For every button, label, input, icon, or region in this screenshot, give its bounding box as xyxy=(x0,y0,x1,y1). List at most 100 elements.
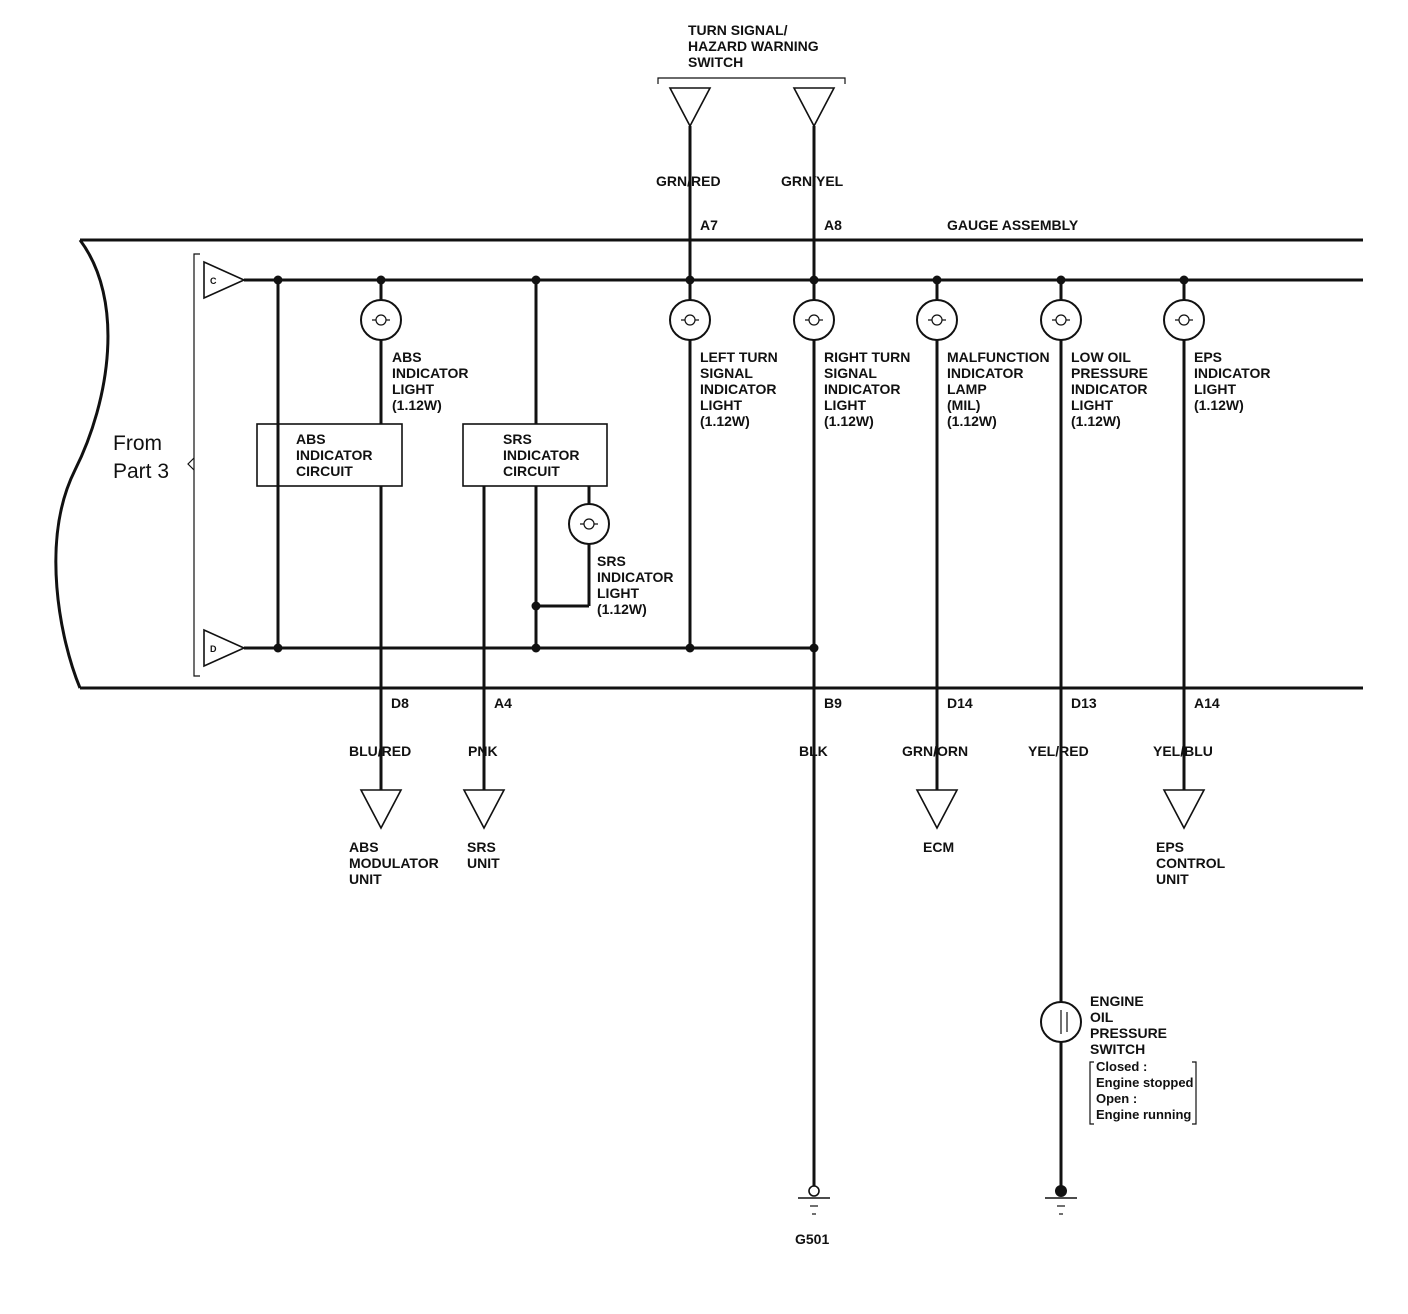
from-label-line-1: From xyxy=(113,432,162,455)
ecm-label: ECM xyxy=(923,839,954,855)
switch-title-line-3: SWITCH xyxy=(688,54,743,70)
pin-d14: D14 xyxy=(947,695,973,711)
abs-modulator-triangle xyxy=(359,789,403,830)
ground-switch-icon xyxy=(1045,1185,1077,1215)
abs-light-label-3: LIGHT xyxy=(392,381,434,397)
left-turn-label-2: SIGNAL xyxy=(700,365,753,381)
switch-bracket xyxy=(657,77,846,84)
from-label-line-2: Part 3 xyxy=(113,460,169,483)
mil-bulb-icon xyxy=(916,299,958,341)
wire-color-grn-red: GRN/RED xyxy=(656,173,721,189)
oil-light-label-2: PRESSURE xyxy=(1071,365,1148,381)
mil-label-4: (MIL) xyxy=(947,397,980,413)
srs-light-label-3: LIGHT xyxy=(597,585,639,601)
pin-b9: B9 xyxy=(824,695,842,711)
switch-triangle-right xyxy=(792,87,836,128)
oil-switch-label-1: ENGINE xyxy=(1090,993,1144,1009)
oil-light-label-1: LOW OIL xyxy=(1071,349,1131,365)
eps-control-label-2: CONTROL xyxy=(1156,855,1226,871)
right-turn-bulb-icon xyxy=(793,299,835,341)
abs-light-label-4: (1.12W) xyxy=(392,397,442,413)
wire-color-blk: BLK xyxy=(799,743,828,759)
ecm-triangle xyxy=(915,789,959,830)
oil-switch-note-4: Engine running xyxy=(1096,1107,1191,1122)
pin-d8: D8 xyxy=(391,695,409,711)
ground-g501-label: G501 xyxy=(795,1231,829,1247)
srs-unit-triangle xyxy=(462,789,506,830)
right-turn-label-5: (1.12W) xyxy=(824,413,874,429)
oil-switch-note-3: Open : xyxy=(1096,1091,1137,1106)
abs-modulator-label-3: UNIT xyxy=(349,871,382,887)
wire-color-grn-orn: GRN/ORN xyxy=(902,743,968,759)
srs-circuit-label-3: CIRCUIT xyxy=(503,463,560,479)
switch-title-line-2: HAZARD WARNING xyxy=(688,38,819,54)
left-turn-label-5: (1.12W) xyxy=(700,413,750,429)
switch-title-line-1: TURN SIGNAL/ xyxy=(688,22,788,38)
left-turn-label-4: LIGHT xyxy=(700,397,742,413)
abs-circuit-label-1: ABS xyxy=(296,431,326,447)
abs-modulator-label-1: ABS xyxy=(349,839,379,855)
srs-light-label-2: INDICATOR xyxy=(597,569,673,585)
oil-bulb-icon xyxy=(1040,299,1082,341)
mil-label-1: MALFUNCTION xyxy=(947,349,1050,365)
left-turn-label-1: LEFT TURN xyxy=(700,349,778,365)
abs-bulb-icon xyxy=(360,299,402,341)
oil-switch-note-2: Engine stopped xyxy=(1096,1075,1194,1090)
oil-switch-label-4: SWITCH xyxy=(1090,1041,1145,1057)
eps-bulb-icon xyxy=(1163,299,1205,341)
srs-unit-label-1: SRS xyxy=(467,839,496,855)
abs-circuit-label-2: INDICATOR xyxy=(296,447,372,463)
left-turn-label-3: INDICATOR xyxy=(700,381,776,397)
right-turn-label-2: SIGNAL xyxy=(824,365,877,381)
junction-dots xyxy=(273,275,1189,653)
wire-color-blu-red: BLU/RED xyxy=(349,743,411,759)
eps-control-label-3: UNIT xyxy=(1156,871,1189,887)
srs-circuit-box xyxy=(462,423,608,487)
wire-color-grn-yel: GRN/YEL xyxy=(781,173,844,189)
wire-color-pnk: PNK xyxy=(468,743,498,759)
eps-control-triangle xyxy=(1162,789,1206,830)
oil-pressure-switch-icon xyxy=(1040,1001,1082,1043)
gauge-assembly-boundary xyxy=(54,238,1363,690)
note-bracket-right xyxy=(1192,1061,1197,1125)
oil-light-label-3: INDICATOR xyxy=(1071,381,1147,397)
mil-label-2: INDICATOR xyxy=(947,365,1023,381)
right-turn-label-4: LIGHT xyxy=(824,397,866,413)
abs-light-label-2: INDICATOR xyxy=(392,365,468,381)
pin-d13: D13 xyxy=(1071,695,1097,711)
oil-switch-note-1: Closed : xyxy=(1096,1059,1147,1074)
eps-light-label-3: LIGHT xyxy=(1194,381,1236,397)
pin-a4: A4 xyxy=(494,695,512,711)
right-turn-label-3: INDICATOR xyxy=(824,381,900,397)
srs-unit-label-2: UNIT xyxy=(467,855,500,871)
eps-light-label-2: INDICATOR xyxy=(1194,365,1270,381)
abs-circuit-box xyxy=(256,423,403,487)
eps-control-label-1: EPS xyxy=(1156,839,1184,855)
wire-color-yel-blu: YEL/BLU xyxy=(1153,743,1213,759)
srs-circuit-label-1: SRS xyxy=(503,431,532,447)
wire-color-yel-red: YEL/RED xyxy=(1028,743,1089,759)
pin-a8: A8 xyxy=(824,217,842,233)
mil-label-3: LAMP xyxy=(947,381,987,397)
vertical-wires xyxy=(276,126,1186,1186)
left-turn-bulb-icon xyxy=(669,299,711,341)
connector-d-label: D xyxy=(210,644,217,654)
connector-d xyxy=(203,628,246,668)
gauge-assembly-label: GAUGE ASSEMBLY xyxy=(947,217,1079,233)
mil-label-5: (1.12W) xyxy=(947,413,997,429)
srs-light-label-1: SRS xyxy=(597,553,626,569)
oil-switch-label-2: OIL xyxy=(1090,1009,1114,1025)
oil-light-label-4: LIGHT xyxy=(1071,397,1113,413)
oil-switch-label-3: PRESSURE xyxy=(1090,1025,1167,1041)
connector-c-label: C xyxy=(210,276,217,286)
note-bracket-left xyxy=(1089,1061,1094,1125)
srs-bulb-icon xyxy=(568,503,610,545)
srs-circuit-label-2: INDICATOR xyxy=(503,447,579,463)
switch-triangle-left xyxy=(668,87,712,128)
ground-g501-icon xyxy=(798,1185,830,1215)
oil-light-label-5: (1.12W) xyxy=(1071,413,1121,429)
abs-circuit-label-3: CIRCUIT xyxy=(296,463,353,479)
srs-light-label-4: (1.12W) xyxy=(597,601,647,617)
